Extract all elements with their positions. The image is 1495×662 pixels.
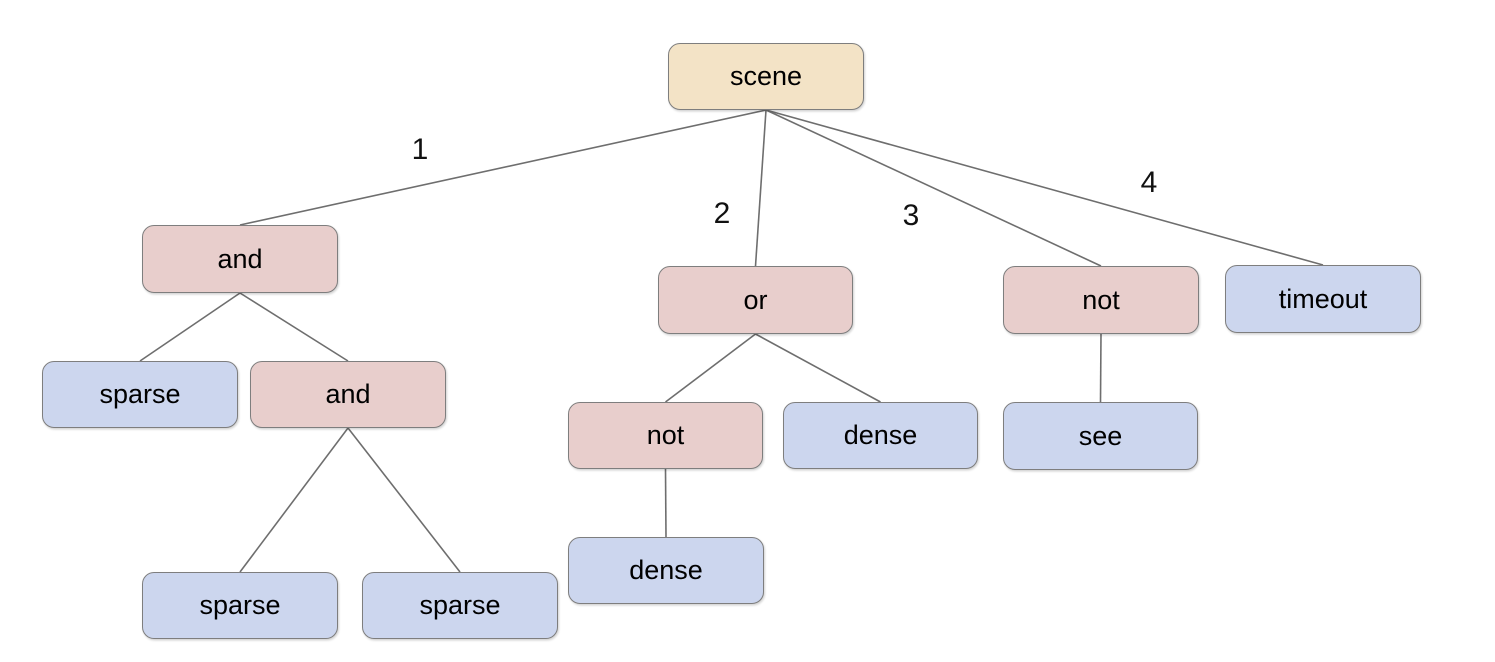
tree-node-scene: scene	[668, 43, 864, 110]
tree-node-sparse-2: sparse	[142, 572, 338, 639]
edge-or-1-to-dense-1	[755, 333, 881, 403]
edge-label-1: 1	[411, 133, 429, 166]
edge-scene-to-or-1	[754, 109, 767, 267]
edge-scene-to-and-1	[239, 109, 767, 226]
edge-and-1-to-and-2	[239, 292, 349, 362]
edge-or-1-to-not-2	[665, 333, 756, 403]
edge-label-4: 4	[1140, 166, 1158, 199]
edge-label-2: 2	[713, 197, 731, 230]
edge-not-1-to-see-1	[1099, 333, 1102, 403]
tree-node-sparse-1: sparse	[42, 361, 238, 428]
tree-node-not-2: not	[568, 402, 763, 469]
tree-node-dense-1: dense	[783, 402, 978, 469]
tree-node-see-1: see	[1003, 402, 1198, 470]
tree-node-not-1: not	[1003, 266, 1199, 334]
edge-and-2-to-sparse-3	[347, 427, 461, 573]
tree-node-or-1: or	[658, 266, 853, 334]
edge-scene-to-not-1	[765, 109, 1102, 267]
edge-and-1-to-sparse-1	[139, 292, 241, 362]
tree-node-dense-2: dense	[568, 537, 764, 604]
tree-node-and-2: and	[250, 361, 446, 428]
tree-node-timeout-1: timeout	[1225, 265, 1421, 333]
tree-node-sparse-3: sparse	[362, 572, 558, 639]
edge-not-2-to-dense-2	[664, 468, 667, 538]
edge-label-3: 3	[902, 199, 920, 232]
edge-and-2-to-sparse-2	[239, 427, 349, 573]
tree-node-and-1: and	[142, 225, 338, 293]
edge-scene-to-timeout-1	[765, 109, 1324, 266]
